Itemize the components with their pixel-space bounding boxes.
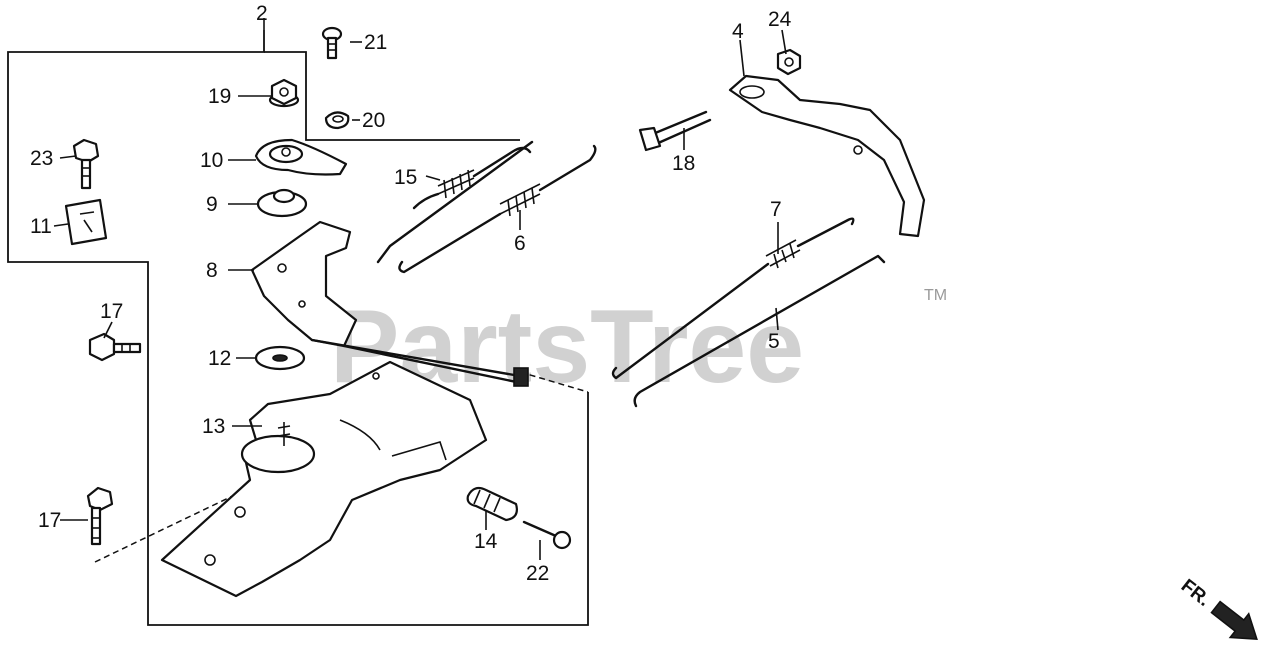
- part-13-base-plate: [160, 360, 488, 598]
- callout-23: 23: [30, 147, 53, 170]
- callout-21: 21: [364, 31, 387, 54]
- part-20-clip: [324, 111, 350, 130]
- callout-20: 20: [362, 109, 385, 132]
- part-19-nut: [268, 78, 300, 108]
- part-11-block: [64, 198, 108, 246]
- callout-17-upper: 17: [100, 300, 123, 323]
- callout-5: 5: [768, 330, 780, 353]
- callouts: 2 4 5 6 7 8 9 10 11 12 13 14 15 17 17 18…: [30, 2, 792, 585]
- part-23-bolt: [72, 138, 100, 190]
- callout-15: 15: [394, 166, 417, 189]
- direction-arrow-icon: [1210, 600, 1258, 640]
- part-8-bracket: [250, 220, 529, 387]
- part-9-washer: [256, 188, 308, 218]
- part-17-bolt-lower: [86, 486, 114, 546]
- part-21-bolt: [321, 26, 343, 60]
- part-22-pin: [522, 520, 572, 550]
- watermark-trademark: TM: [924, 287, 947, 304]
- callout-24: 24: [768, 8, 792, 31]
- front-label: FR.: [1177, 575, 1214, 610]
- callout-22: 22: [526, 562, 549, 585]
- part-17-bolt-upper: [88, 332, 142, 362]
- callout-4: 4: [732, 20, 744, 43]
- front-direction-indicator: FR.: [1177, 575, 1258, 640]
- callout-12: 12: [208, 347, 231, 370]
- part-18-pin: [638, 110, 712, 152]
- callout-14: 14: [474, 530, 498, 553]
- callout-8: 8: [206, 259, 218, 282]
- callout-18: 18: [672, 152, 695, 175]
- callout-17-lower: 17: [38, 509, 61, 532]
- callout-11: 11: [30, 215, 52, 238]
- part-15-spring: [412, 146, 532, 210]
- part-5-rod: [633, 254, 886, 408]
- part-12-washer: [254, 345, 306, 371]
- leader-lines: [53, 18, 787, 560]
- part-10-plate: [254, 138, 348, 176]
- callout-13: 13: [202, 415, 225, 438]
- part-4-lever: [728, 74, 926, 238]
- callout-2: 2: [256, 2, 268, 25]
- part-6-spring-wire: [376, 140, 597, 274]
- callout-19: 19: [208, 85, 231, 108]
- part-7-spring-wire: [611, 217, 855, 380]
- assembly-frame: [7, 30, 589, 626]
- part-14-spring: [466, 486, 518, 522]
- callout-10: 10: [200, 149, 223, 172]
- callout-6: 6: [514, 232, 526, 255]
- part-24-nut: [776, 48, 802, 76]
- callout-7: 7: [770, 198, 782, 221]
- callout-9: 9: [206, 193, 218, 216]
